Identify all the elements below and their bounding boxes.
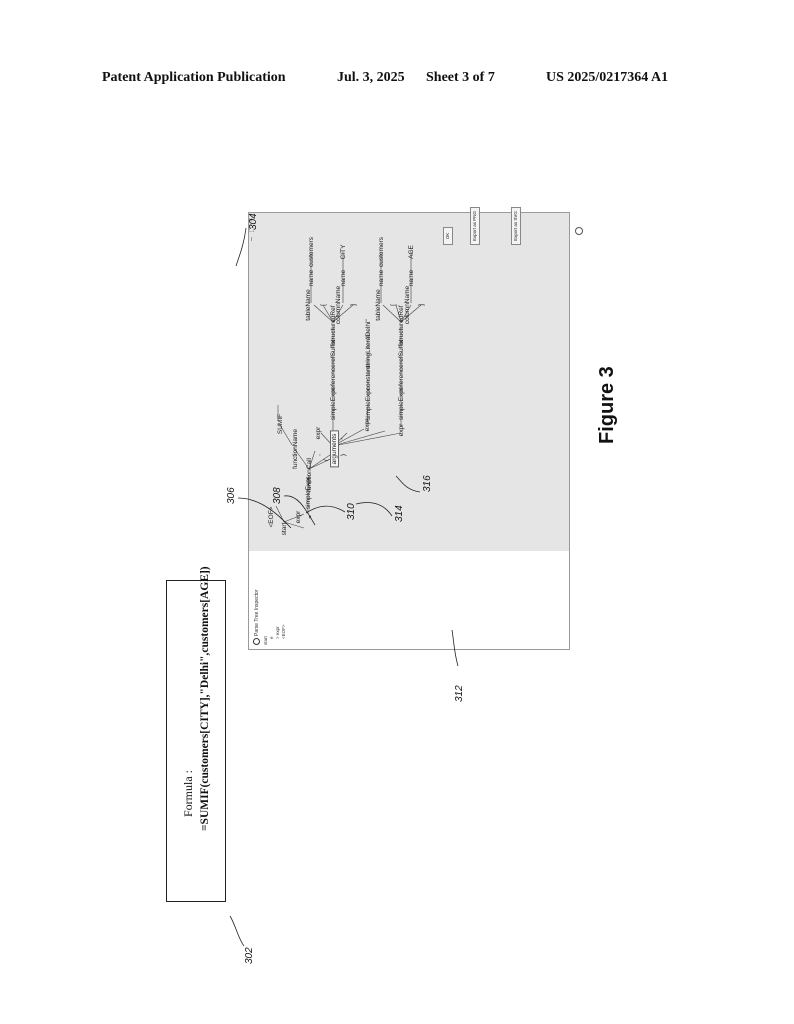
node-a3-simpleexpr[interactable]: simpleExpr (398, 387, 405, 421)
node-a1-lbracket[interactable]: [ (320, 304, 327, 306)
tree-edges (275, 252, 422, 529)
node-a1-column-value[interactable]: CITY (340, 244, 347, 260)
node-a1-expr[interactable]: expr (315, 426, 322, 440)
node-a1-name-table[interactable]: name (308, 269, 315, 287)
sheet-number: Sheet 3 of 7 (426, 70, 495, 85)
tree-outline: start e > expr <EOF> (263, 624, 287, 645)
ref-312: 312 (454, 685, 465, 702)
node-a1-reference[interactable]: reference (330, 364, 337, 392)
node-a3-name-column[interactable]: name (408, 269, 415, 287)
app-icon (253, 638, 260, 645)
formula-text: =SUMIF(customers[CITY],"Delhi",customers… (199, 566, 211, 831)
node-comma-2[interactable]: , (337, 438, 344, 440)
node-lparen[interactable]: ( (323, 458, 330, 462)
node-a3-reference[interactable]: reference (398, 364, 405, 392)
ok-button[interactable]: OK (443, 227, 453, 245)
node-a3-columnname[interactable]: columnName (404, 285, 411, 325)
node-a2-constant[interactable]: constant (365, 365, 372, 391)
node-functioncall[interactable]: functionCall (306, 458, 313, 492)
ref-302: 302 (244, 947, 255, 964)
node-a3-expr[interactable]: expr (398, 423, 405, 437)
node-a3-table-value[interactable]: customers (378, 237, 385, 267)
formula-box: Formula : =SUMIF(customers[CITY],"Delhi"… (166, 566, 226, 902)
window-title-text: Parse Tree Inspector (253, 589, 260, 636)
node-eq[interactable]: = (307, 515, 314, 519)
publication-date: Jul. 3, 2025 (337, 70, 405, 85)
node-a1-columnname[interactable]: columnName (335, 285, 342, 325)
node-a3-lbracket[interactable]: [ (390, 304, 397, 306)
tree-item-eof[interactable]: <EOF> (281, 624, 286, 639)
patent-number: US 2025/0217364 A1 (546, 70, 669, 85)
node-a1-simpleexpr[interactable]: simpleExpr (330, 387, 337, 421)
node-expr-top[interactable]: expr (295, 510, 302, 524)
ref-316: 316 (422, 475, 433, 492)
node-a1-tablename[interactable]: tableName (305, 289, 312, 321)
ref-314: 314 (394, 505, 405, 522)
node-a1-rbracket[interactable]: ] (350, 304, 357, 306)
node-arguments[interactable]: arguments (330, 430, 339, 468)
export-png-button[interactable]: Export as PNG (470, 207, 480, 245)
node-a3-name-table[interactable]: name (378, 269, 385, 287)
ref-306: 306 (226, 487, 237, 504)
publication-label: Patent Application Publication (102, 70, 286, 85)
node-a2-delhi[interactable]: "Delhi" (365, 319, 372, 339)
figure-caption: Figure 3 (596, 366, 618, 444)
node-a1-table-value[interactable]: customers (308, 237, 315, 267)
page-header: Patent Application Publication Jul. 3, 2… (0, 70, 794, 90)
node-a3-rbracket[interactable]: ] (418, 304, 425, 306)
ref-310: 310 (346, 503, 357, 520)
node-a3-column-value[interactable]: AGE (408, 245, 415, 259)
cursor-icon (575, 227, 583, 235)
figure-3-rotated: Formula : =SUMIF(customers[CITY],"Delhi"… (140, 102, 583, 982)
node-a1-name-column[interactable]: name (340, 269, 347, 287)
export-svg-button[interactable]: Export as SVG (511, 207, 521, 245)
ref-308: 308 (272, 487, 283, 504)
node-a3-tablename[interactable]: tableName (375, 289, 382, 321)
node-eof[interactable]: <EOF> (268, 506, 275, 528)
ref-304: 304 (248, 213, 259, 230)
node-a2-expr[interactable]: expr (364, 418, 371, 432)
node-start[interactable]: start (281, 522, 288, 536)
tree-outline-panel: Parse Tree Inspector start e > expr <EOF… (249, 550, 569, 649)
formula-label: Formula : (181, 770, 195, 817)
window-title: Parse Tree Inspector (253, 590, 260, 645)
node-comma-1[interactable]: , (315, 454, 322, 456)
parse-tree-inspector-window: Parse Tree Inspector start e > expr <EOF… (248, 207, 583, 650)
node-functionname[interactable]: functionName (292, 428, 299, 470)
node-a2-simpleexpr[interactable]: simpleExpr (365, 387, 372, 421)
node-rparen[interactable]: ) (340, 453, 347, 457)
parse-tree-graph: – □ × (248, 207, 583, 551)
node-a2-stringliteral[interactable]: stringLiteral (365, 335, 372, 369)
node-sumif[interactable]: SUMIF (277, 413, 284, 435)
